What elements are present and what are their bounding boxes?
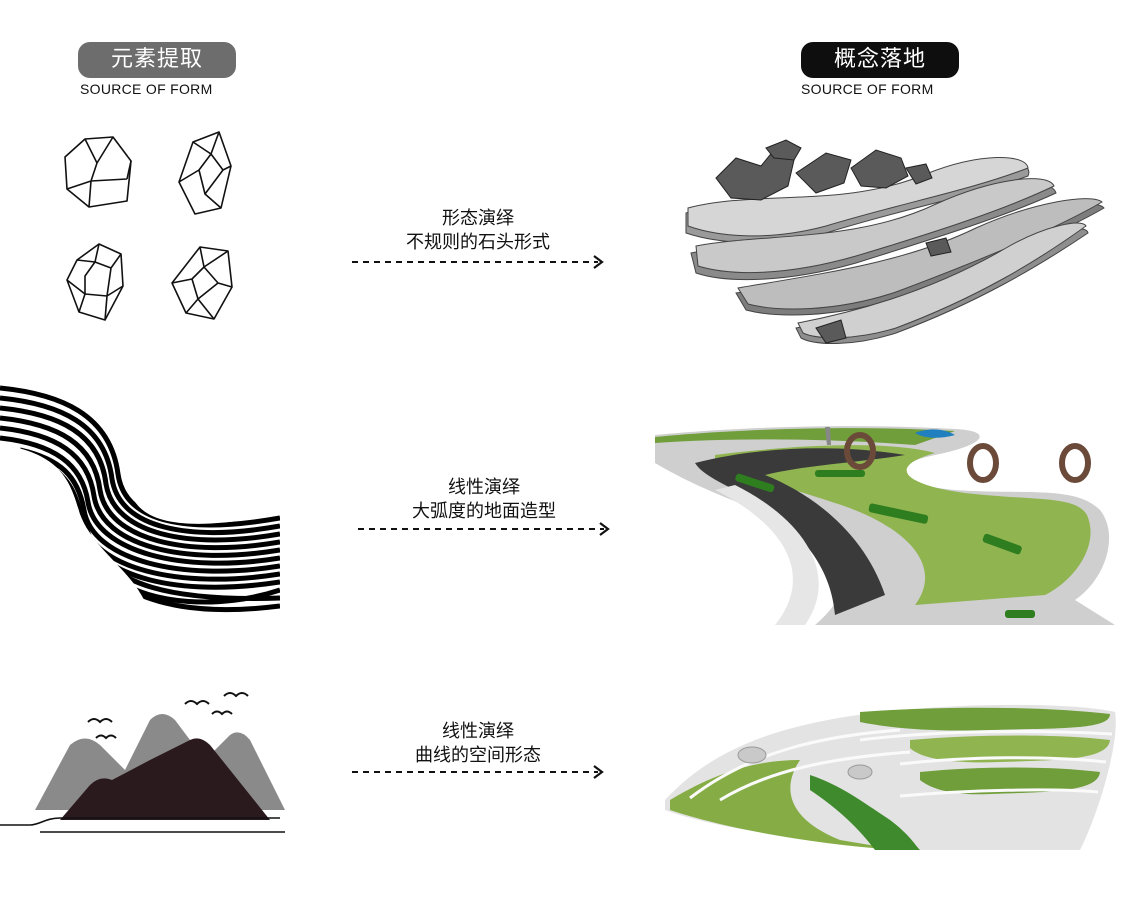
row2-caption: 线性演绎 大弧度的地面造型 — [354, 476, 614, 524]
bird-icons — [87, 692, 249, 740]
stone-4 — [171, 246, 233, 320]
row3-arrow — [352, 765, 604, 779]
curved-ground-render — [655, 426, 1115, 625]
row2-caption-line1: 线性演绎 — [448, 477, 520, 498]
row3-caption-line1: 线性演绎 — [442, 721, 514, 742]
row3-caption: 线性演绎 曲线的空间形态 — [348, 720, 608, 768]
row1-arrow — [352, 255, 604, 269]
ring-sculpture-3 — [1059, 443, 1091, 483]
stone-1 — [64, 136, 132, 208]
ring-sculpture-1 — [844, 432, 876, 470]
row1-caption-line2: 不规则的石头形式 — [406, 232, 550, 253]
stone-terrace-render — [685, 139, 1105, 344]
source-title-left: 元素提取 — [78, 42, 236, 78]
mountain-landscape-figure — [0, 692, 285, 833]
source-subtitle-left: SOURCE OF FORM — [80, 81, 213, 97]
stone-3 — [66, 243, 124, 321]
stone-2 — [178, 131, 232, 215]
stone-outlines-figure — [64, 131, 233, 321]
ring-sculpture-2 — [967, 443, 999, 483]
curved-terrace-render — [665, 704, 1116, 850]
row1-caption-line1: 形态演绎 — [442, 208, 514, 229]
row3-caption-line2: 曲线的空间形态 — [415, 745, 541, 766]
concept-title-right: 概念落地 — [801, 42, 959, 78]
row2-caption-line2: 大弧度的地面造型 — [412, 501, 556, 522]
concept-subtitle-right: SOURCE OF FORM — [801, 81, 934, 97]
striped-ribbon-figure — [0, 385, 280, 613]
row1-caption: 形态演绎 不规则的石头形式 — [348, 207, 608, 255]
row2-arrow — [358, 522, 610, 536]
